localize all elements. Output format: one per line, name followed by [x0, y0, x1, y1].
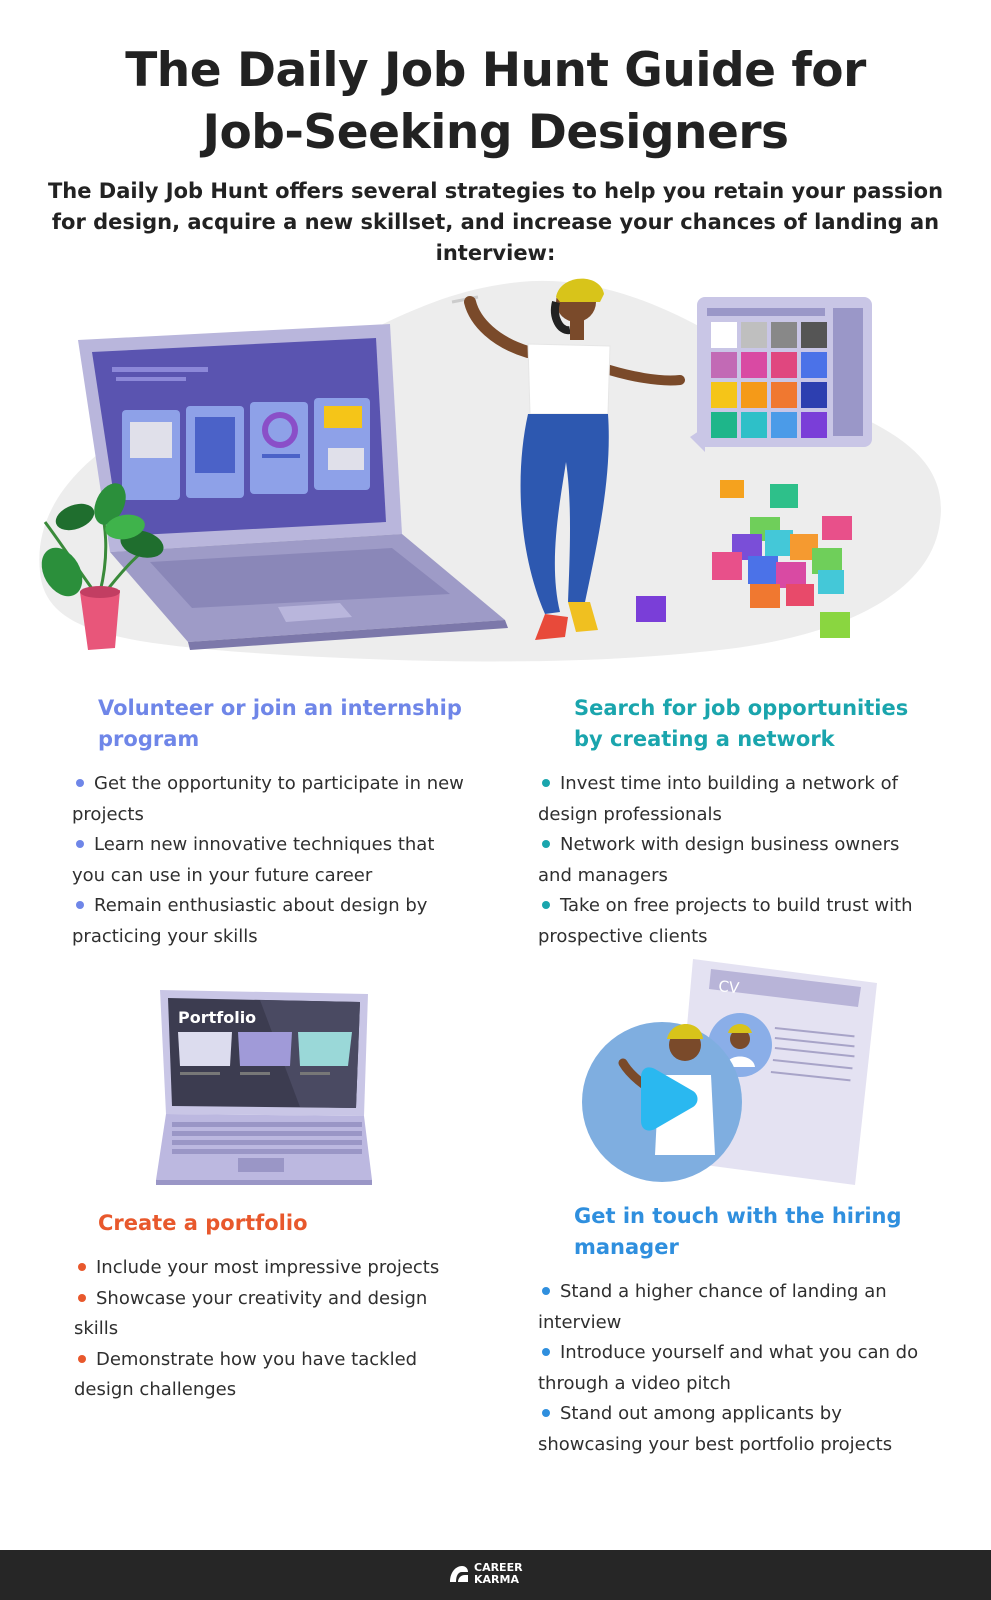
section-title: Volunteer or join an internship program [98, 696, 462, 751]
section-title: Get in touch with the hiring manager [574, 1204, 902, 1259]
portfolio-label: Portfolio [178, 1008, 256, 1027]
page-title: The Daily Job Hunt Guide for Job-Seeking… [0, 40, 991, 164]
bullet-icon [78, 1293, 86, 1302]
list-item: Network with design business owners and … [538, 834, 900, 886]
list-item: Remain enthusiastic about design by prac… [72, 895, 428, 947]
hero-illustration [39, 278, 941, 662]
title-line-1: The Daily Job Hunt Guide for [125, 43, 866, 98]
section-network: Search for job opportunities by creating… [538, 693, 938, 952]
logo-line-1: CAREER [474, 1561, 523, 1574]
bullet-list: Invest time into building a network of d… [538, 769, 938, 952]
bullet-icon [542, 901, 550, 909]
bullet-icon [78, 1263, 86, 1271]
section-volunteer: Volunteer or join an internship program … [72, 693, 472, 952]
cv-label: CV [718, 977, 741, 997]
list-item: Stand out among applicants by showcasing… [538, 1403, 893, 1455]
list-item: Get the opportunity to participate in ne… [72, 773, 464, 825]
career-karma-logo-icon [450, 1566, 468, 1582]
logo-text: CAREER KARMA [474, 1562, 523, 1586]
logo-line-2: KARMA [474, 1573, 519, 1586]
page-subtitle: The Daily Job Hunt offers several strate… [47, 179, 944, 265]
list-item: Include your most impressive projects [74, 1253, 454, 1284]
career-karma-logo[interactable]: CAREER KARMA [448, 1560, 548, 1590]
bullet-icon [542, 1287, 550, 1295]
list-item: Stand a higher chance of landing an inte… [538, 1281, 887, 1333]
bullet-icon [542, 779, 550, 787]
video-pitch-illustration: CV [582, 959, 877, 1185]
footer: CAREER KARMA [0, 1550, 991, 1600]
list-item: Learn new innovative techniques that you… [72, 834, 435, 886]
bullet-icon [78, 1354, 86, 1363]
cubes-icon [636, 480, 852, 638]
bullet-icon [76, 840, 84, 848]
bullet-list: Get the opportunity to participate in ne… [72, 769, 472, 952]
section-portfolio: Create a portfolio Include your most imp… [74, 1208, 454, 1406]
bullet-icon [542, 1348, 550, 1356]
portfolio-laptop-illustration: Portfolio [156, 990, 372, 1185]
color-palette-icon [690, 297, 872, 452]
bullet-icon [542, 840, 550, 848]
list-item: Take on free projects to build trust wit… [538, 895, 913, 947]
bullet-list: Stand a higher chance of landing an inte… [538, 1277, 938, 1460]
bullet-icon [542, 1409, 550, 1417]
designer-figure [451, 278, 685, 640]
laptop-icon [78, 324, 508, 650]
list-item: Introduce yourself and what you can do t… [538, 1342, 919, 1394]
play-icon [641, 1067, 698, 1131]
list-item: Invest time into building a network of d… [538, 773, 898, 825]
section-hiring-manager: Get in touch with the hiring manager Sta… [538, 1201, 938, 1460]
section-title: Create a portfolio [98, 1211, 308, 1235]
bullet-icon [76, 901, 84, 909]
list-item: Demonstrate how you have tackled design … [74, 1348, 418, 1401]
title-line-2: Job-Seeking Designers [202, 105, 789, 160]
list-item: Showcase your creativity and design skil… [74, 1287, 428, 1340]
bullet-list: Include your most impressive projects Sh… [74, 1253, 454, 1406]
section-title: Search for job opportunities by creating… [574, 696, 909, 751]
bullet-icon [76, 779, 84, 787]
plant-icon [41, 483, 164, 650]
